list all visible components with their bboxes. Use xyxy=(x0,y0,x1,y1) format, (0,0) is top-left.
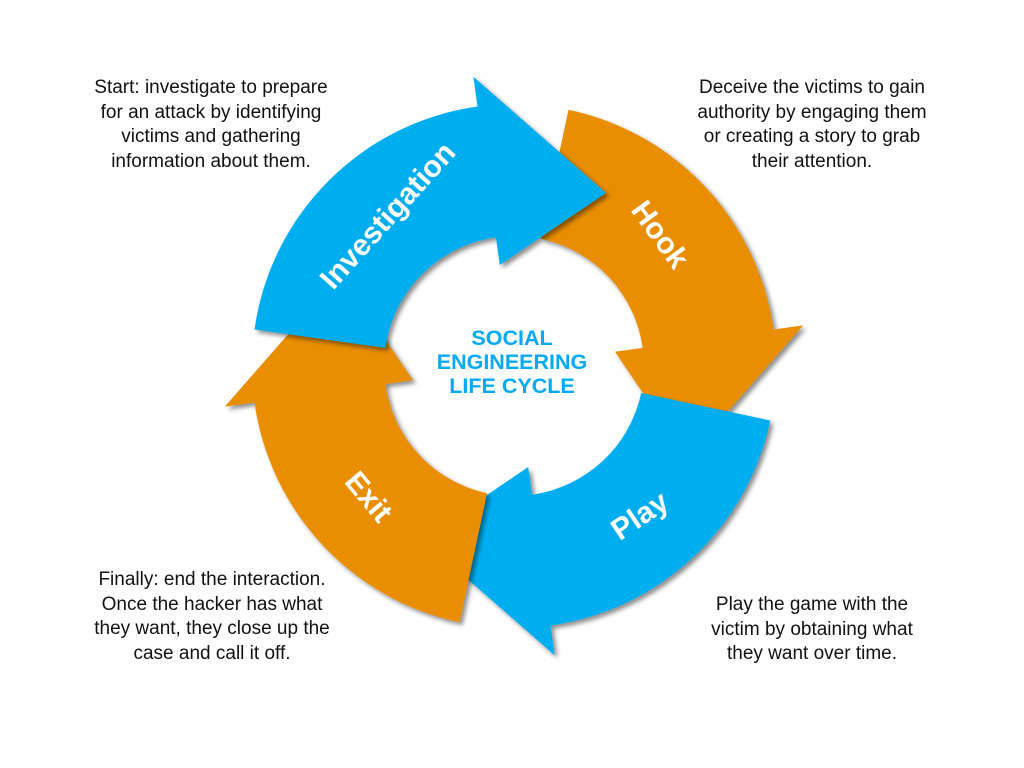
title-line: ENGINEERING xyxy=(436,350,588,374)
description-line: for an attack by identifying xyxy=(100,101,322,123)
investigation-description: Start: investigate to prepare for an att… xyxy=(51,76,371,174)
description-line: Start: investigate to prepare xyxy=(94,77,328,98)
description-line: Play the game with the xyxy=(715,594,909,615)
description-line: case and call it off. xyxy=(133,642,291,664)
description-line: victim by obtaining what xyxy=(711,618,913,640)
description-line: or creating a story to grab xyxy=(703,126,921,147)
description-line: they want over time. xyxy=(726,643,898,664)
description-line: Deceive the victims to gain xyxy=(699,77,925,98)
description-line: information about them. xyxy=(111,150,311,172)
hook-arrow xyxy=(541,109,804,458)
description-line: Finally: end the interaction. xyxy=(98,569,326,590)
play-description: Play the game with the victim by obtaini… xyxy=(652,593,972,667)
description-line: their attention. xyxy=(751,150,873,172)
center-title: SOCIAL ENGINEERING LIFE CYCLE xyxy=(412,326,612,398)
exit-arrow xyxy=(224,274,488,623)
description-line: authority by engaging them xyxy=(697,101,927,123)
description-line: they want, they close up the xyxy=(94,618,330,639)
title-line: LIFE CYCLE xyxy=(449,374,575,398)
title-line: SOCIAL xyxy=(471,326,553,350)
investigation-arrow xyxy=(254,76,606,348)
exit-description: Finally: end the interaction. Once the h… xyxy=(52,568,372,666)
hook-description: Deceive the victims to gain authority by… xyxy=(652,76,972,174)
description-line: Once the hacker has what xyxy=(101,593,323,615)
play-arrow xyxy=(422,393,771,656)
description-line: victims and gathering xyxy=(121,126,301,147)
